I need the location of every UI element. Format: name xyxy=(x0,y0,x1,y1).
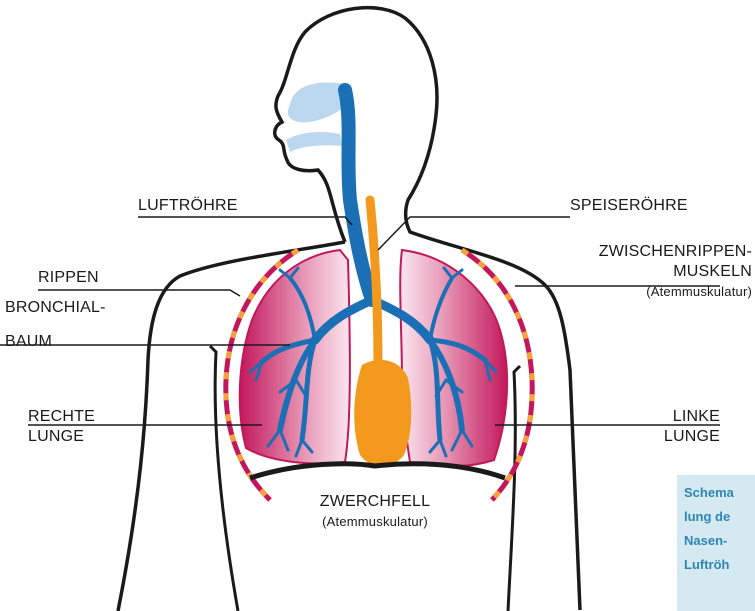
left-lung xyxy=(400,250,507,466)
label-linke-line2: LUNGE xyxy=(620,427,720,447)
label-zwerchfell: ZWERCHFELL (Atemmuskulatur) xyxy=(290,492,460,532)
label-rechte-lunge: RECHTE LUNGE xyxy=(28,407,95,447)
label-rechte-line2: LUNGE xyxy=(28,427,95,447)
label-bronchial-line1: BRONCHIAL- xyxy=(5,297,106,319)
caption-line-1: Schema xyxy=(684,481,755,505)
label-rippen: RIPPEN xyxy=(38,268,99,288)
arm-inner-right xyxy=(508,366,520,611)
stomach-heart xyxy=(354,360,411,466)
label-luftroehre: LUFTRÖHRE xyxy=(138,196,238,216)
label-linke-line1: LINKE xyxy=(620,407,720,427)
diaphragm xyxy=(250,464,505,478)
caption-line-4: Luftröh xyxy=(684,553,755,577)
label-zwischenrippen-sub: (Atemmuskulatur) xyxy=(548,282,752,302)
mouth-cavity xyxy=(286,132,342,152)
caption-line-3: Nasen- xyxy=(684,529,755,553)
caption-line-2: lung de xyxy=(684,505,755,529)
caption-box: Schema lung de Nasen- Luftröh xyxy=(677,475,755,611)
label-bronchial-line2: BAUM xyxy=(5,331,106,353)
label-zwerchfell-main: ZWERCHFELL xyxy=(290,492,460,512)
label-zwischenrippen-line2: MUSKELN xyxy=(548,262,752,282)
label-zwischenrippen: ZWISCHENRIPPEN- MUSKELN (Atemmuskulatur) xyxy=(548,242,752,302)
label-zwerchfell-sub: (Atemmuskulatur) xyxy=(290,512,460,532)
label-rechte-line1: RECHTE xyxy=(28,407,95,427)
label-bronchialbaum: BRONCHIAL- BAUM xyxy=(5,297,106,353)
label-speiseroehre: SPEISERÖHRE xyxy=(570,196,688,216)
label-linke-lunge: LINKE LUNGE xyxy=(620,407,720,447)
label-zwischenrippen-line1: ZWISCHENRIPPEN- xyxy=(548,242,752,262)
